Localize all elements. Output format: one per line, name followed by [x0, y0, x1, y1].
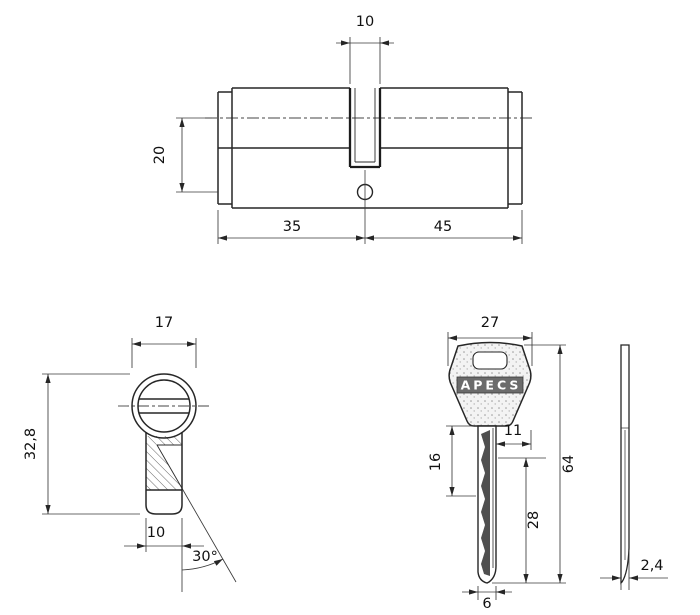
dim-tip-width: 6 — [462, 586, 512, 612]
key-side-view: 2,4 — [600, 344, 668, 590]
dim-bitting-length: 28 — [498, 457, 546, 583]
dim-body-height-label: 32,8 — [23, 428, 39, 460]
dim-cam-width-label: 10 — [356, 14, 374, 30]
dim-cylinder-halves: 35 45 — [217, 210, 523, 244]
dim-axis-to-screw: 20 — [152, 117, 218, 193]
cam-slot-inner — [354, 88, 376, 163]
chamfer-notch — [156, 444, 184, 491]
dim-key-length: 64 — [492, 344, 577, 584]
dim-tip-width-label: 6 — [482, 596, 491, 612]
dim-shoulder-to-cut: 16 — [428, 425, 476, 497]
dim-axis-to-screw-label: 20 — [152, 146, 168, 164]
dim-bitting-length-label: 28 — [526, 511, 542, 529]
dim-stem-width: 10 — [124, 518, 204, 592]
dim-half-b-label: 45 — [434, 219, 452, 235]
dim-head-width: 27 — [447, 315, 533, 366]
dim-blade-thickness-label: 2,4 — [640, 558, 663, 574]
dim-body-height: 32,8 — [23, 373, 140, 515]
cylinder-face-view: 17 32,8 10 — [23, 315, 237, 592]
dim-key-length-label: 64 — [561, 455, 577, 473]
brand-label: APECS — [461, 378, 522, 393]
cylinder-body-outline — [217, 87, 523, 209]
dim-barrel-diameter-label: 17 — [155, 315, 173, 331]
dim-cam-width: 10 — [336, 14, 394, 84]
key-front-view: APECS 27 — [428, 315, 577, 612]
dim-chamfer-angle-label: 30° — [192, 549, 218, 565]
key-hole — [472, 351, 508, 370]
cylinder-side-view: 10 20 — [152, 14, 535, 244]
dim-shoulder-to-cut-label: 16 — [428, 453, 444, 471]
dim-stem-width-label: 10 — [147, 525, 165, 541]
dim-barrel-diameter: 17 — [131, 315, 197, 368]
dim-chamfer-angle: 30° — [181, 489, 237, 583]
face-outline — [131, 373, 197, 515]
key-bitting-cuts — [481, 430, 490, 576]
section-hatch — [146, 436, 182, 490]
dim-head-width-label: 27 — [481, 315, 499, 331]
cam-slot — [348, 88, 382, 169]
dim-blade-thickness: 2,4 — [600, 550, 668, 590]
dim-half-a-label: 35 — [283, 219, 301, 235]
dim-head-side-label: 11 — [504, 423, 522, 439]
brand-band — [456, 376, 524, 394]
dim-head-side: 11 — [496, 423, 532, 450]
